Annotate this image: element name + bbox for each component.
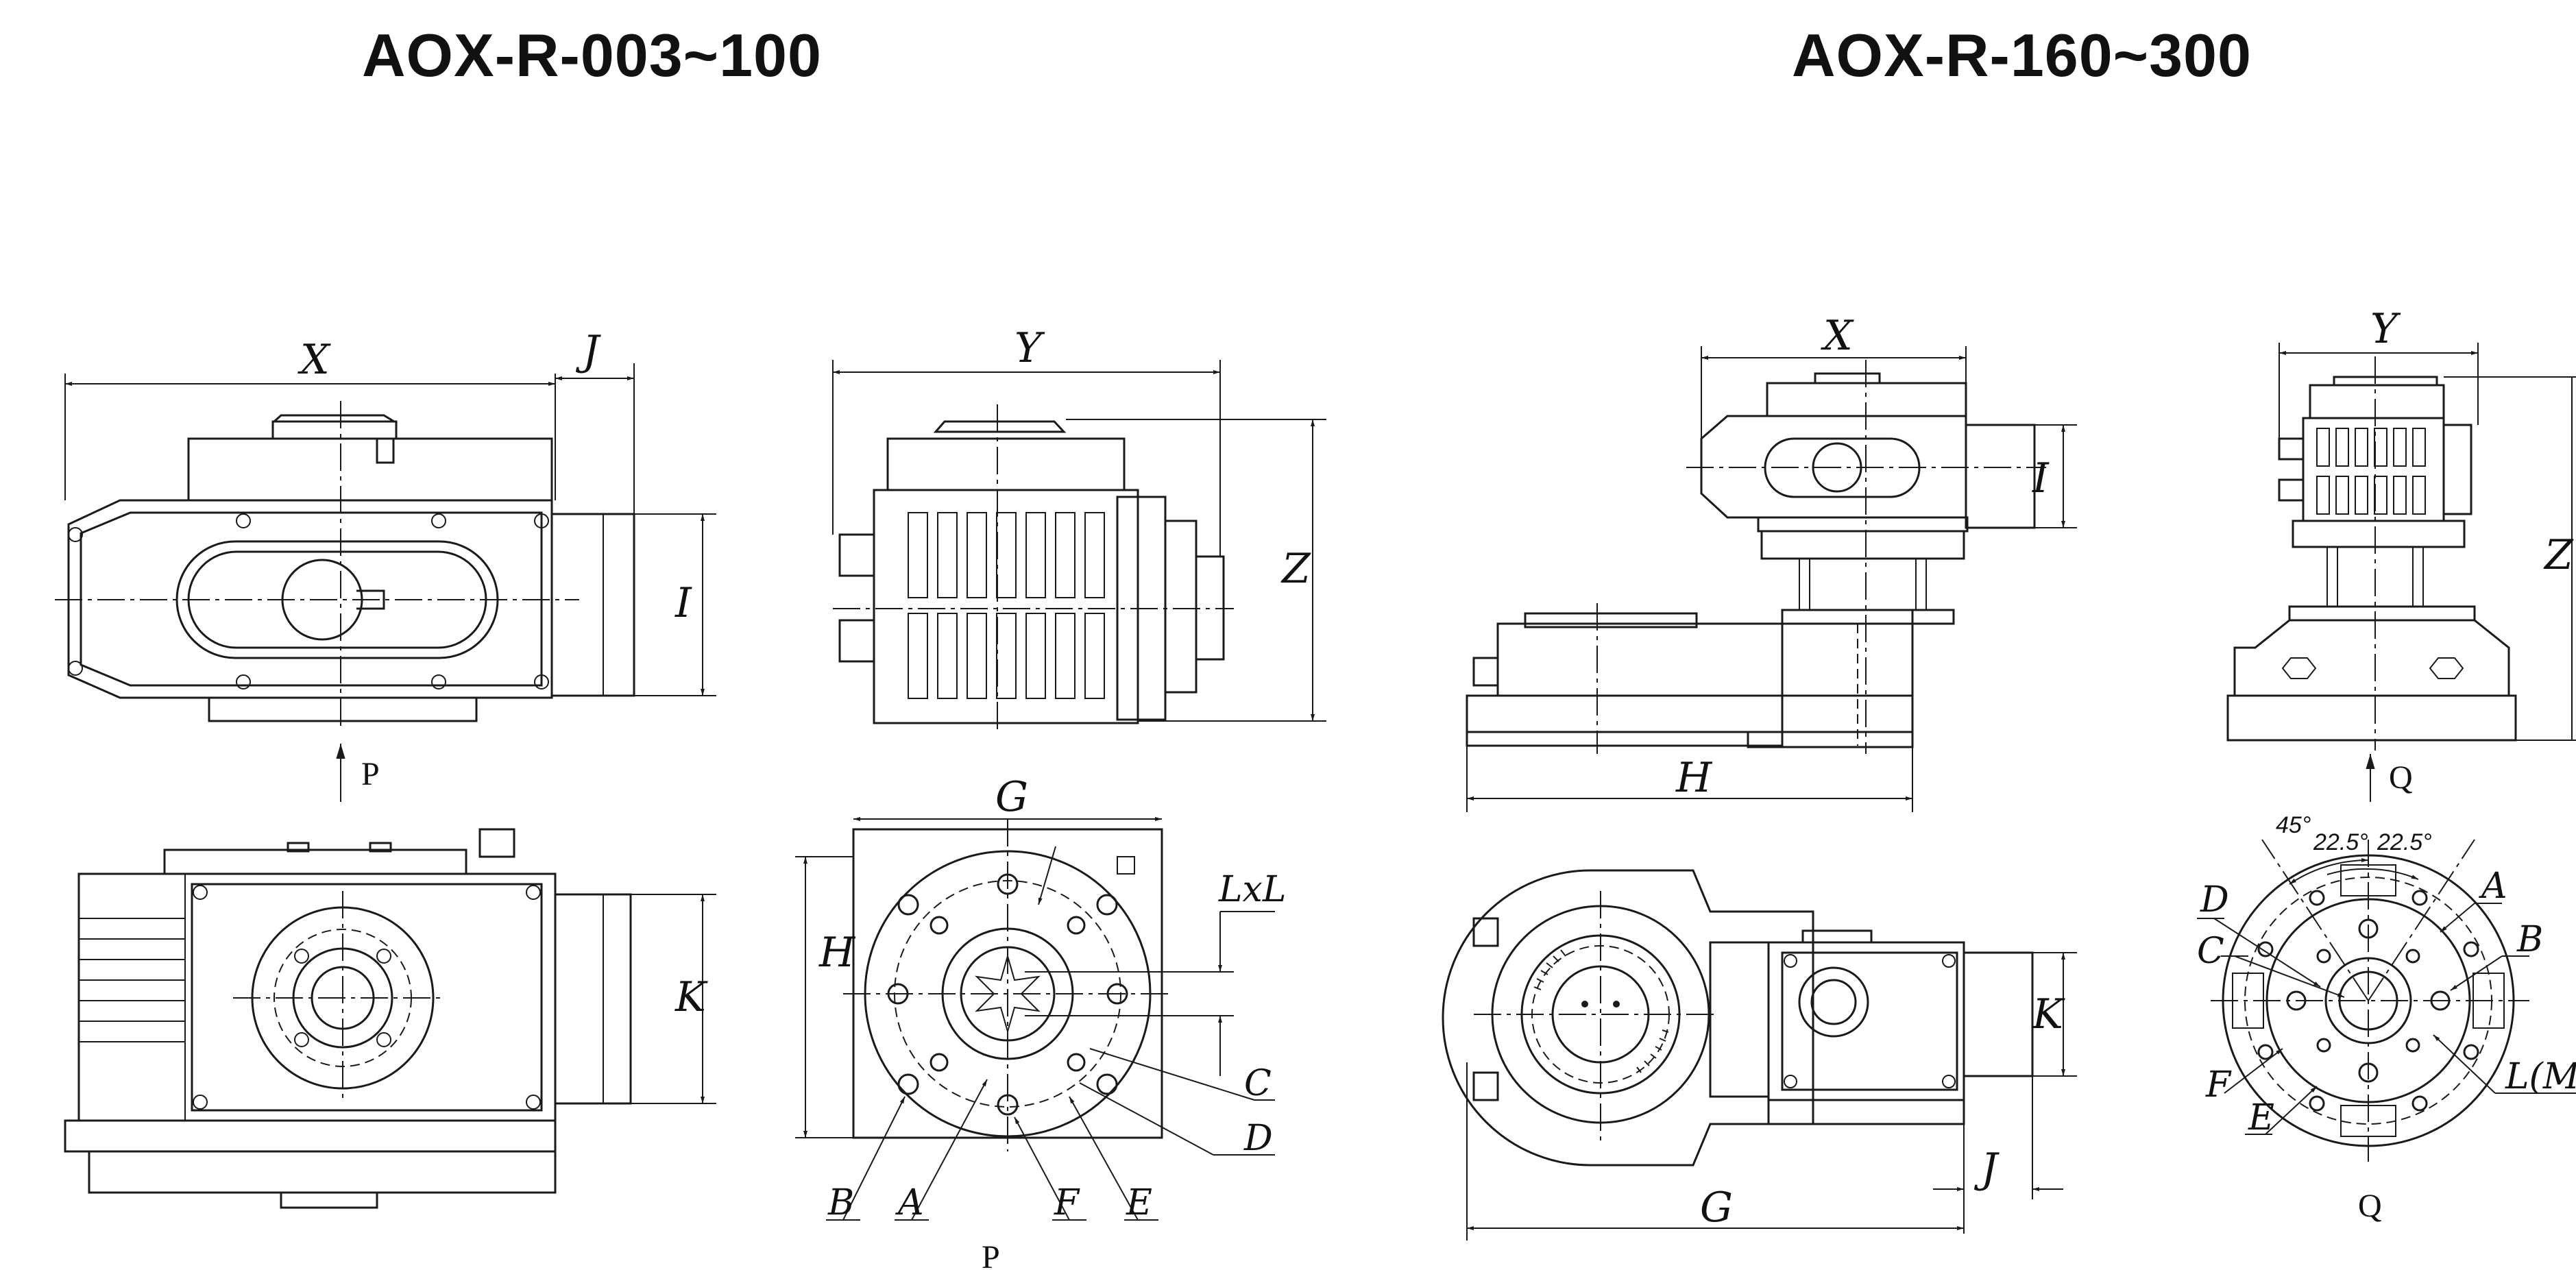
view-arrow-p: P	[361, 756, 380, 792]
dim-lxl-left: LxL	[1218, 869, 1286, 910]
left-flange-view: G H LxL C D B A F E P	[795, 773, 1286, 1270]
left-front-view: X J I P	[55, 327, 716, 802]
left-bottom-view: K	[64, 828, 716, 1209]
callout-a-right: A	[2479, 866, 2507, 907]
dim-h-right: H	[1675, 754, 1713, 802]
title-right: AOX-R-160~300	[1792, 21, 2252, 89]
callout-e-left: E	[1126, 1182, 1152, 1223]
dim-z-right: Z	[2543, 531, 2574, 579]
callout-c-left: C	[1244, 1063, 1272, 1104]
right-flange-view: 45° 22.5° 22.5° A B D C F E L(Ma Q	[2197, 812, 2576, 1224]
dim-y-left: Y	[1014, 324, 1045, 372]
callout-f-left: F	[1054, 1182, 1080, 1223]
dim-j-left: J	[575, 327, 601, 375]
dim-x-left: X	[297, 336, 331, 384]
dim-g-right: G	[1700, 1184, 1733, 1232]
dim-g-left: G	[995, 773, 1028, 821]
dim-x-right: X	[1821, 312, 1854, 360]
dim-k-right: K	[2032, 990, 2065, 1038]
view-label-p: P	[982, 1239, 1000, 1270]
callout-b-right: B	[2516, 919, 2543, 960]
callout-b-left: B	[827, 1182, 854, 1223]
callout-a-left: A	[895, 1182, 924, 1223]
dim-i-left: I	[675, 579, 692, 627]
dim-z-left: Z	[1280, 545, 1311, 593]
right-front-view: X I H	[1466, 312, 2077, 812]
dim-j-right: J	[1973, 1145, 2000, 1193]
view-label-q: Q	[2358, 1188, 2382, 1224]
thread-label-right: L(Ma	[2505, 1056, 2576, 1097]
view-arrow-q: Q	[2389, 759, 2413, 796]
callout-c-right: C	[2197, 931, 2224, 972]
angle-22-5-b: 22.5°	[2377, 829, 2432, 855]
callout-e-right: E	[2248, 1097, 2274, 1138]
right-side-view: Y Z Q	[2226, 305, 2576, 802]
angle-45: 45°	[2276, 812, 2311, 838]
callout-f-right: F	[2205, 1064, 2232, 1106]
dim-y-right: Y	[2370, 305, 2401, 353]
right-bottom-view: K J G	[1442, 869, 2077, 1241]
dim-k-left: K	[675, 973, 708, 1021]
dim-h-left: H	[818, 929, 856, 977]
dim-i-right: I	[2032, 454, 2050, 502]
angle-22-5-a: 22.5°	[2313, 829, 2368, 855]
callout-d-right: D	[2200, 879, 2229, 920]
left-side-view: Y Z	[832, 324, 1326, 733]
title-left: AOX-R-003~100	[362, 21, 822, 89]
callout-d-left: D	[1243, 1118, 1273, 1159]
